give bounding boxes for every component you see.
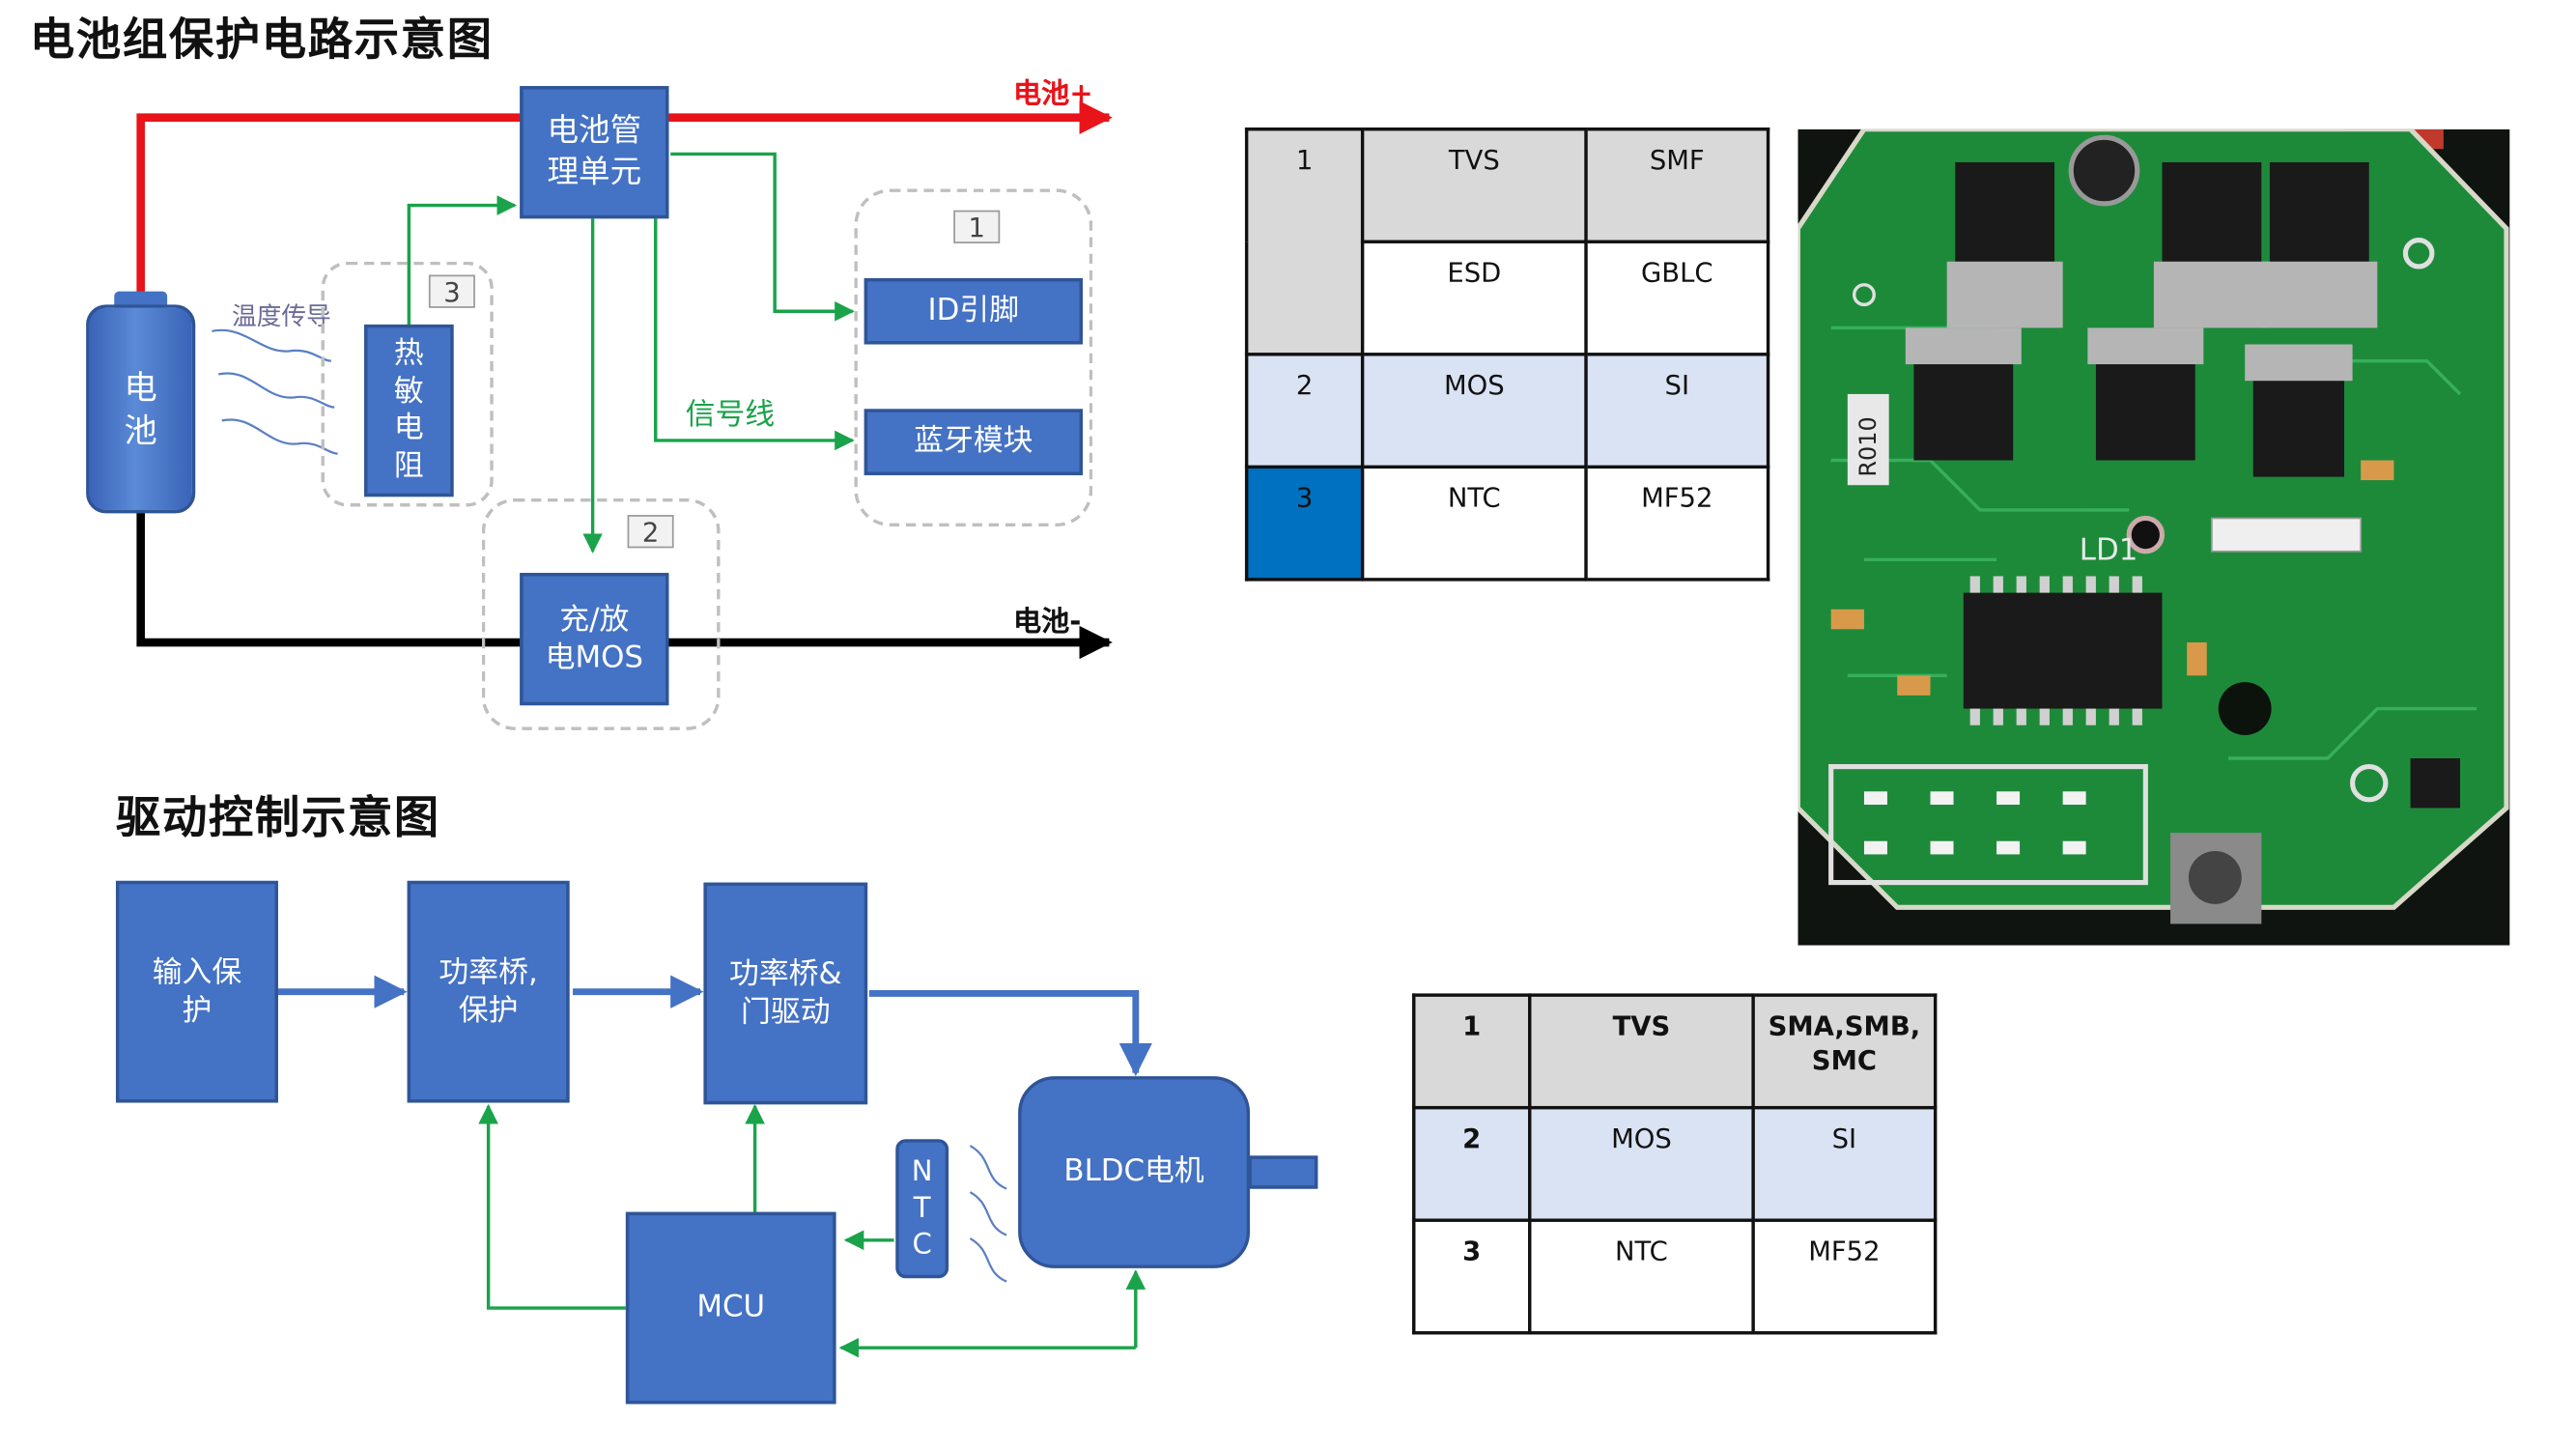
component-table-top: 1 TVS SMF ESD GBLC 2 MOS SI 3 NTC MF52 xyxy=(1244,127,1770,582)
battery-diagram-title: 电池组保护电路示意图 xyxy=(29,14,494,67)
battery-plus-wire xyxy=(136,100,1113,298)
table-top-row-1-number: 1 xyxy=(1244,127,1365,356)
group-2-number: 2 xyxy=(627,515,674,549)
table-bottom-cell: SMA,SMB, SMC xyxy=(1751,993,1938,1110)
pcb-photo: R010 LD1 xyxy=(1798,128,2510,946)
battery: 电 池 xyxy=(86,304,196,514)
battery-minus-label: 电池- xyxy=(1012,606,1082,639)
pcb-illustration: R010 LD1 xyxy=(1798,128,2510,946)
power-bridge-gate-driver-block: 功率桥& 门驱动 xyxy=(703,882,868,1105)
motor-heat-wave-2 xyxy=(969,1191,1007,1236)
heat-wave-1 xyxy=(212,328,331,362)
group-3-number: 3 xyxy=(428,274,475,308)
pcb-marking-r010: R010 xyxy=(1854,416,1882,476)
table-bottom-cell: MOS xyxy=(1528,1105,1755,1222)
table-bottom-row-2-number: 2 xyxy=(1412,1105,1532,1222)
signal-line-label: 信号线 xyxy=(685,397,776,433)
table-top-cell: TVS xyxy=(1360,127,1588,243)
id-pin-block: ID引脚 xyxy=(863,277,1083,345)
component-table-bottom: 1 TVS SMA,SMB, SMC 2 MOS SI 3 NTC MF52 xyxy=(1412,993,1938,1335)
table-bottom-row-1-number: 1 xyxy=(1412,993,1532,1110)
battery-minus-wire xyxy=(136,509,1113,660)
input-protection-block: 输入保 护 xyxy=(115,880,278,1103)
table-bottom-cell: NTC xyxy=(1528,1218,1755,1335)
group-3-box xyxy=(321,261,494,507)
ntc-sensor: N T C xyxy=(895,1139,949,1279)
drive-diagram-title: 驱动控制示意图 xyxy=(115,793,440,845)
motor-shaft xyxy=(1248,1155,1318,1189)
table-top-row-3-number: 3 xyxy=(1244,465,1365,582)
table-bottom-cell: MF52 xyxy=(1751,1218,1938,1335)
mcu-to-bridge-line xyxy=(478,1103,626,1310)
table-bottom-cell: SI xyxy=(1751,1105,1938,1222)
table-top-cell: ESD xyxy=(1360,240,1588,356)
table-top-cell: GBLC xyxy=(1584,240,1770,356)
table-top-cell: NTC xyxy=(1360,465,1588,582)
group-1-box xyxy=(854,188,1093,527)
table-top-row-2-number: 2 xyxy=(1244,353,1365,469)
motor-heat-wave-1 xyxy=(969,1145,1007,1190)
battery-plus-label: 电池+ xyxy=(1012,77,1093,111)
mcu-block: MCU xyxy=(625,1211,836,1405)
temp-conduction-label: 温度传导 xyxy=(231,300,331,331)
bms-to-id-line xyxy=(670,152,855,322)
gate-to-motor-arrow xyxy=(868,989,1152,1077)
pcb-marking-ld1: LD1 xyxy=(2080,532,2138,567)
heat-wave-2 xyxy=(218,372,335,409)
table-top-cell: SI xyxy=(1584,353,1770,469)
table-top-cell: SMF xyxy=(1584,127,1770,243)
charge-discharge-mos: 充/放 电MOS xyxy=(520,573,669,706)
group-1-number: 1 xyxy=(953,210,1001,243)
power-bridge-protection-block: 功率桥, 保护 xyxy=(407,880,570,1103)
table-bottom-row-3-number: 3 xyxy=(1412,1218,1532,1335)
bluetooth-module-block: 蓝牙模块 xyxy=(863,409,1083,475)
battery-terminal xyxy=(114,291,168,308)
battery-management-unit: 电池管 理单元 xyxy=(520,86,669,219)
group-2-box xyxy=(481,497,721,730)
table-top-cell: MOS xyxy=(1360,353,1588,469)
table-bottom-cell: TVS xyxy=(1528,993,1755,1110)
bldc-motor: BLDC电机 xyxy=(1018,1076,1251,1268)
heat-wave-3 xyxy=(221,418,338,455)
bms-to-bluetooth-line xyxy=(654,218,855,451)
table-top-cell: MF52 xyxy=(1584,465,1770,582)
motor-heat-wave-3 xyxy=(969,1237,1007,1283)
thermistor-to-bms-line xyxy=(407,195,518,325)
thermistor: 热 敏 电 阻 xyxy=(364,324,454,497)
